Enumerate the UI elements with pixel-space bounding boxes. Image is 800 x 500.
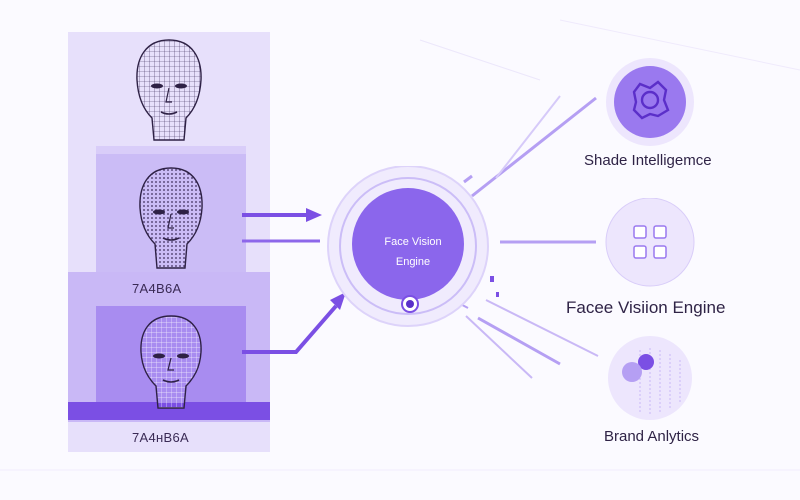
code-label-bottom: 7A4ʜB6A	[132, 430, 189, 445]
engine-label-line2: Engine	[395, 256, 431, 268]
face-wireframe-middle-icon	[139, 167, 203, 269]
arrow-head-top	[306, 208, 322, 222]
analytics-dots-icon	[608, 336, 692, 420]
gear-brain-icon	[606, 58, 694, 146]
face-panel-base	[68, 402, 270, 420]
engine-node	[327, 166, 489, 327]
output-label-vision: Facee Visiion Engine	[566, 298, 726, 317]
grid-icon	[605, 198, 695, 287]
arrow-head-bottom	[330, 292, 346, 310]
engine-label-line1: Face Vision	[384, 236, 442, 248]
code-label-top: 7A4B6A	[132, 281, 182, 296]
engine-label: Face Vision Engine	[357, 232, 469, 272]
face-wireframe-top-icon	[136, 39, 202, 141]
face-wireframe-bottom-icon	[140, 315, 202, 409]
face-panel-middle-slab-top	[96, 146, 246, 154]
output-label-brand: Brand Anlytics	[604, 428, 700, 445]
output-label-shade: Shade Intelligemce	[584, 152, 712, 169]
